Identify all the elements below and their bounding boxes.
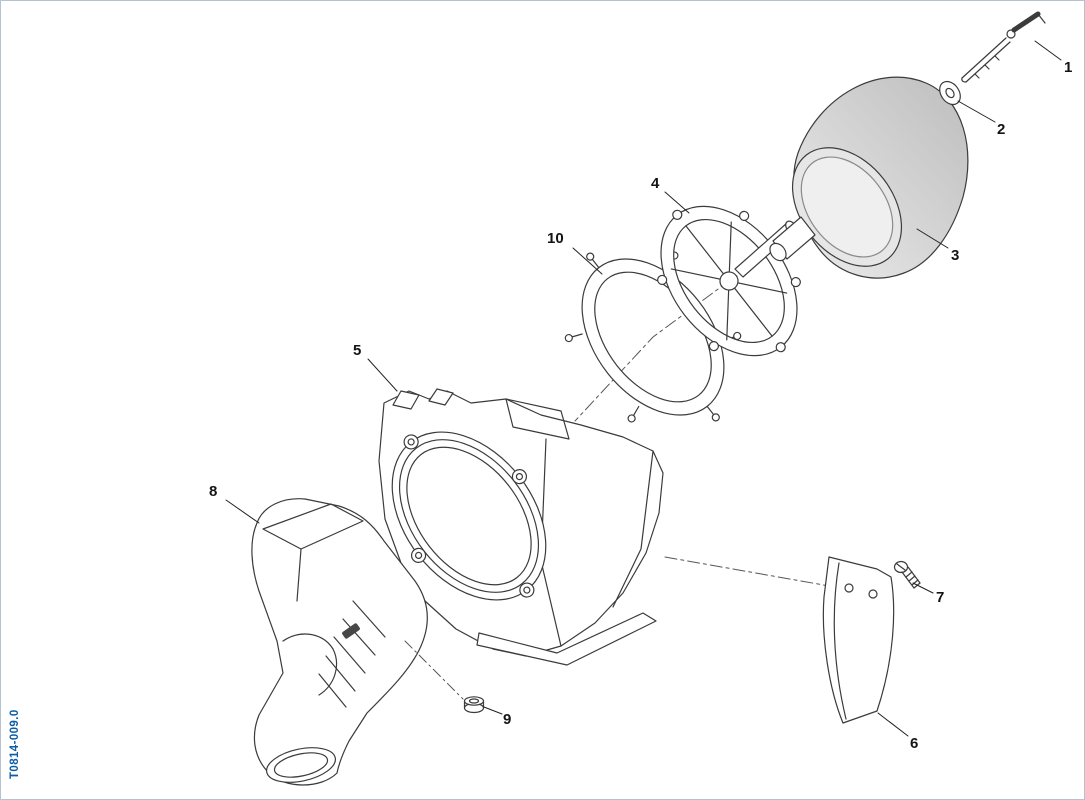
part-air-filter [769, 76, 969, 279]
part-callout-2: 2 [997, 121, 1006, 138]
part-airbox-housing [378, 388, 664, 666]
callout-leader-lines [225, 40, 1062, 737]
drawing-code: T0814-009.0 [9, 709, 21, 779]
part-callout-1: 1 [1064, 59, 1073, 76]
part-callout-7: 7 [936, 589, 945, 606]
part-callout-8: 8 [209, 483, 218, 500]
part-callout-4: 4 [651, 175, 660, 192]
part-callout-5: 5 [353, 342, 362, 359]
part-callout-3: 3 [951, 247, 960, 264]
part-wing-bolt [961, 11, 1046, 83]
part-callout-9: 9 [503, 711, 512, 728]
part-mud-flap [822, 556, 895, 724]
part-callout-10: 10 [547, 230, 564, 247]
part-intake-boot [251, 498, 428, 786]
part-screw [893, 560, 921, 589]
part-washer [939, 80, 961, 106]
part-callout-6: 6 [910, 735, 919, 752]
part-nut [463, 696, 485, 714]
